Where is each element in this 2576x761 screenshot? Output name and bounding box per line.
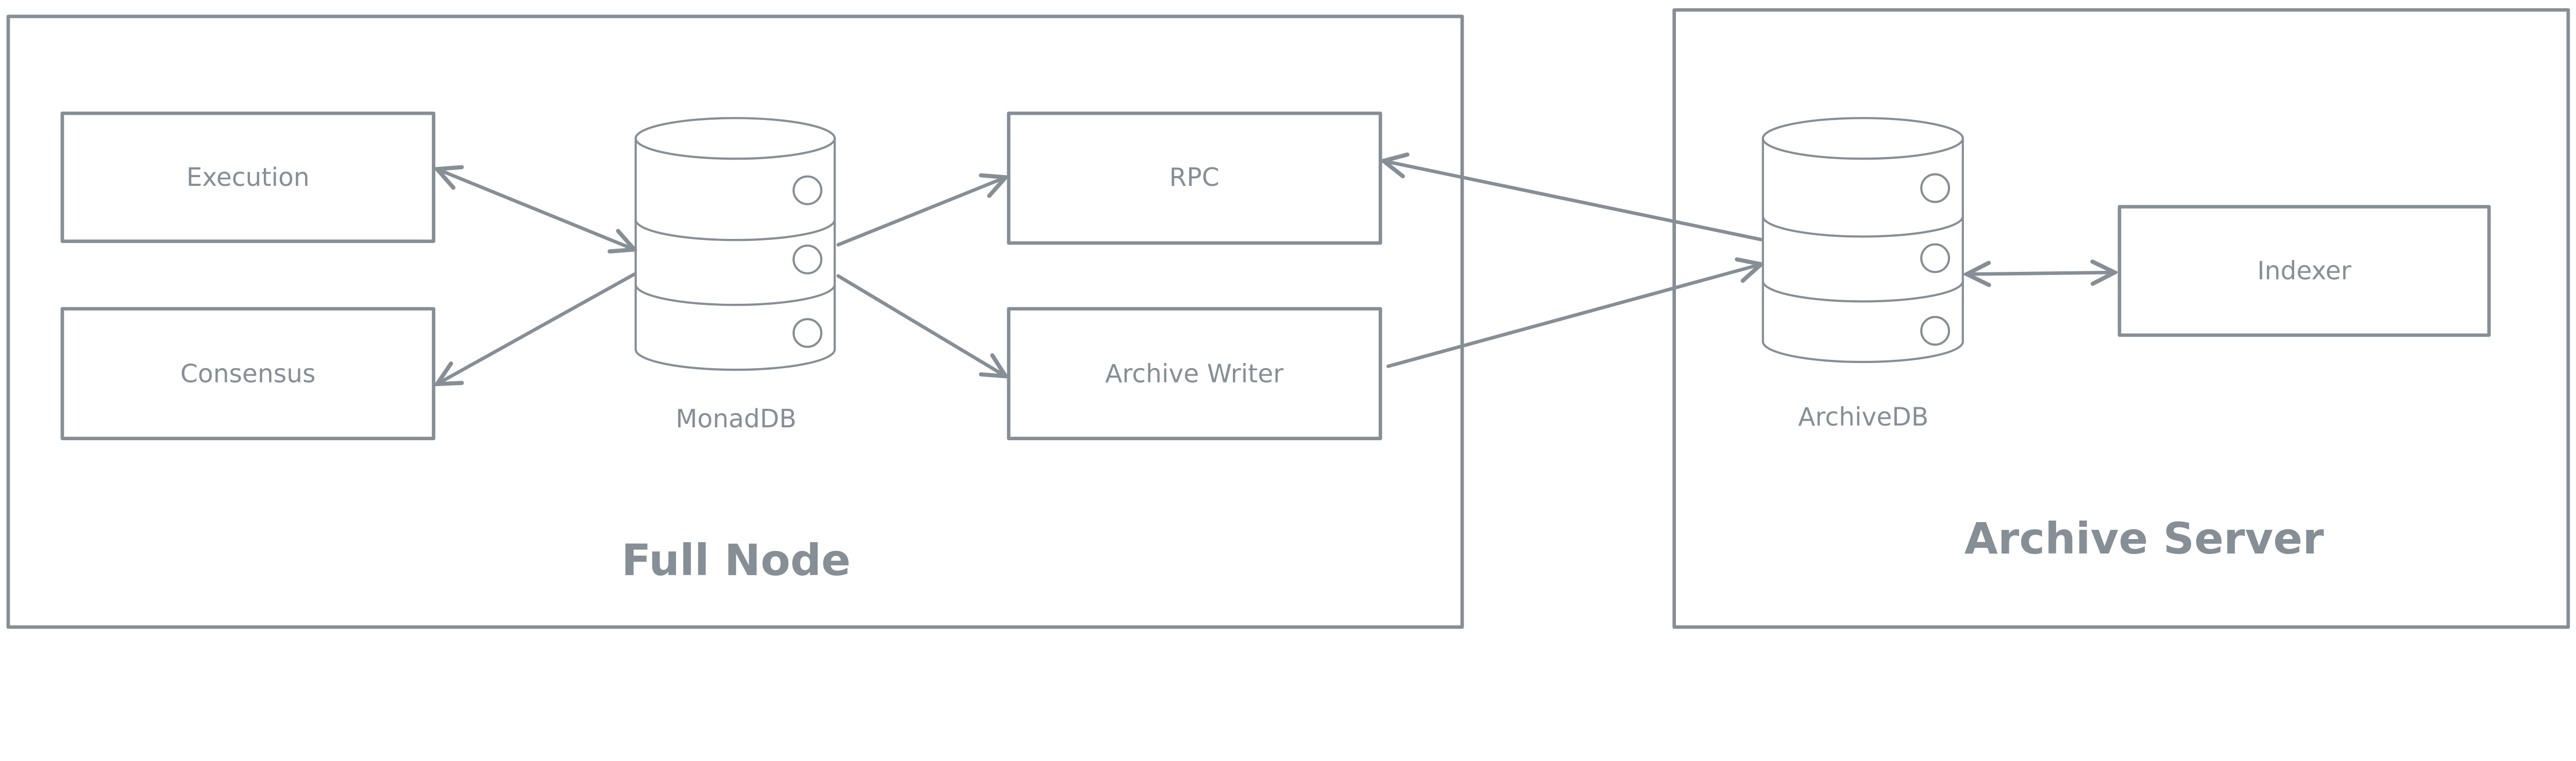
monaddb-label: MonadDB [676,405,796,434]
monaddb-database-icon[interactable]: MonadDB [634,117,836,434]
arrow-archivedb-indexer [1967,272,2114,274]
archive-writer-label: Archive Writer [1105,359,1284,388]
archive-server-title: Archive Server [1964,513,2324,564]
archivedb-database-icon[interactable]: ArchiveDB [1761,117,1964,431]
execution-label: Execution [187,163,310,192]
consensus-label: Consensus [180,359,315,388]
rpc-label: RPC [1170,163,1219,192]
full-node-title: Full Node [621,535,851,585]
arrow-monaddb-rpc [836,177,1006,247]
archive-writer-node[interactable]: Archive Writer [1007,307,1382,441]
archivedb-label: ArchiveDB [1798,403,1928,431]
indexer-node[interactable]: Indexer [2117,205,2491,337]
architecture-diagram: Full Node Archive Server Execution Conse… [6,8,2570,629]
execution-node[interactable]: Execution [60,111,435,244]
full-node-group: Full Node [6,14,1464,629]
arrow-execution-monaddb [437,169,634,249]
arrow-archive-writer-archivedb [1386,264,1761,368]
consensus-node[interactable]: Consensus [60,307,435,441]
arrow-archivedb-rpc [1383,161,1763,241]
rpc-node[interactable]: RPC [1007,111,1382,245]
archive-server-group: Archive Server [1672,8,2570,629]
arrow-monaddb-consensus [437,272,636,384]
arrow-monaddb-archive-writer [836,274,1006,376]
indexer-label: Indexer [2257,257,2352,286]
